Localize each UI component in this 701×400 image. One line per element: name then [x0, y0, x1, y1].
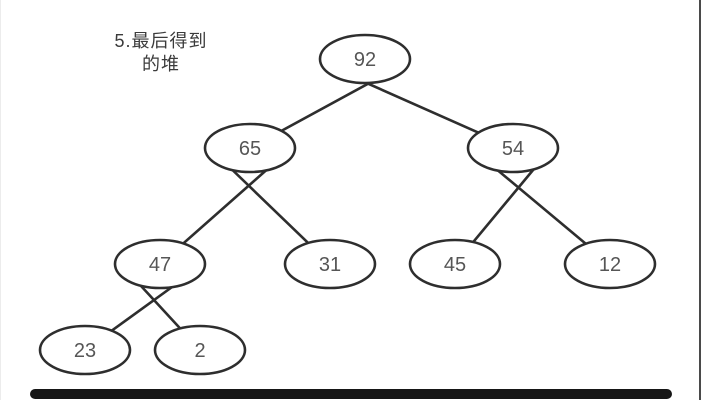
- node-ellipse-31: [283, 238, 377, 290]
- tree-node-54: 54: [466, 122, 560, 174]
- node-value-47: 47: [149, 254, 171, 276]
- progress-bar[interactable]: [30, 389, 672, 399]
- tree-node-45: 45: [408, 238, 502, 290]
- node-ellipse-45: [408, 238, 502, 290]
- node-ellipse-54: [466, 122, 560, 174]
- tree-node-12: 12: [563, 238, 657, 290]
- left-border-line: [0, 0, 1, 400]
- tree-node-92: 92: [318, 33, 412, 85]
- right-border-line: [699, 0, 701, 400]
- caption-line-1: 5.最后得到: [114, 31, 208, 51]
- node-value-31: 31: [319, 254, 341, 276]
- caption-line-2: 的堆: [142, 54, 180, 74]
- node-value-23: 23: [74, 340, 96, 362]
- node-value-2: 2: [194, 340, 205, 362]
- node-value-54: 54: [502, 138, 524, 160]
- node-value-65: 65: [239, 138, 261, 160]
- node-ellipse-12: [563, 238, 657, 290]
- node-ellipse-2: [153, 324, 247, 376]
- tree-node-31: 31: [283, 238, 377, 290]
- tree-node-2: 2: [153, 324, 247, 376]
- node-value-45: 45: [444, 254, 466, 276]
- node-ellipse-47: [113, 238, 207, 290]
- node-value-12: 12: [599, 254, 621, 276]
- node-value-92: 92: [354, 49, 376, 71]
- node-ellipse-65: [203, 122, 297, 174]
- diagram-caption: 5.最后得到 的堆: [98, 30, 224, 76]
- tree-node-65: 65: [203, 122, 297, 174]
- tree-node-47: 47: [113, 238, 207, 290]
- tree-node-23: 23: [38, 324, 132, 376]
- node-ellipse-23: [38, 324, 132, 376]
- node-ellipse-92: [318, 33, 412, 85]
